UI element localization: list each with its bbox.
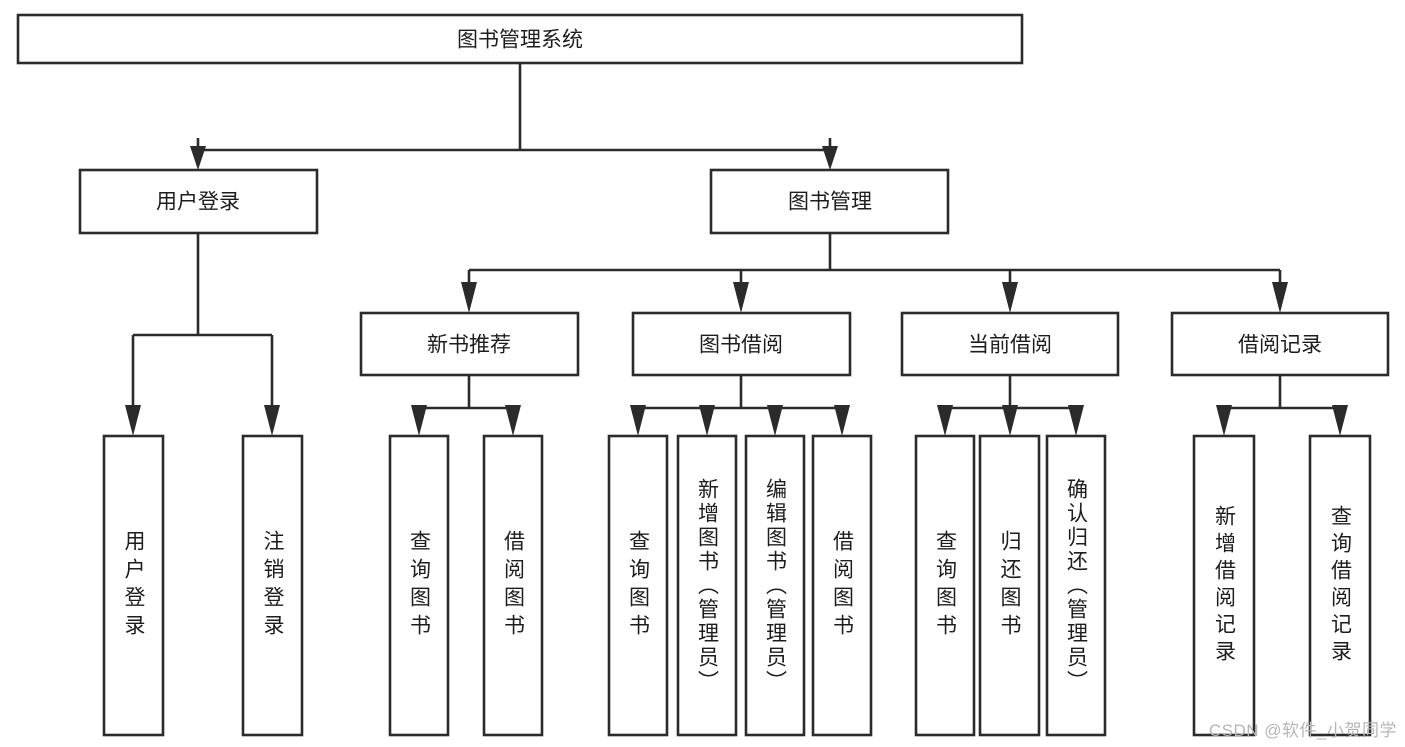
node-book-borrow-label: 图书借阅 bbox=[699, 334, 783, 357]
leaf-add-book-box[interactable] bbox=[676, 434, 738, 737]
arrowhead-user-login bbox=[190, 146, 206, 170]
node-user-login-label: 用户登录 bbox=[156, 191, 240, 214]
arrowhead-leaf-return-book bbox=[1002, 405, 1018, 436]
leaf-query-book-2-box[interactable] bbox=[607, 434, 669, 737]
arrowhead-leaf-borrow-book-2 bbox=[834, 405, 850, 436]
arrowhead-leaf-borrow-book-1 bbox=[505, 405, 521, 436]
arrowhead-leaf-add-record bbox=[1216, 405, 1232, 436]
arrowhead-leaf-query-book-3 bbox=[937, 405, 953, 436]
leaf-query-record-box[interactable] bbox=[1308, 434, 1372, 737]
leaf-borrow-book-2-box[interactable] bbox=[811, 434, 873, 737]
node-book-borrow-box bbox=[631, 311, 852, 377]
node-user-login[interactable]: 用户登录 bbox=[78, 168, 319, 235]
leaf-borrow-book-1-box[interactable] bbox=[482, 434, 544, 737]
arrowhead-book-borrow bbox=[733, 282, 749, 313]
arrowhead-leaf-query-book-2 bbox=[630, 405, 646, 436]
node-current-borrow[interactable]: 当前借阅 bbox=[900, 311, 1120, 377]
leaf-confirm-return-box[interactable] bbox=[1045, 434, 1107, 737]
node-user-login-box bbox=[78, 168, 319, 235]
node-new-book-rec-label: 新书推荐 bbox=[427, 334, 511, 357]
connector-layer bbox=[125, 63, 1348, 436]
node-borrow-record-box bbox=[1170, 311, 1390, 377]
node-root[interactable]: 图书管理系统 bbox=[16, 13, 1024, 65]
node-book-borrow[interactable]: 图书借阅 bbox=[631, 311, 852, 377]
leaf-edit-book-box[interactable] bbox=[744, 434, 806, 737]
node-current-borrow-box bbox=[900, 311, 1120, 377]
arrowhead-leaf-edit-book bbox=[767, 405, 783, 436]
leaf-query-book-3-box[interactable] bbox=[914, 434, 976, 737]
arrowhead-leaf-user-login bbox=[125, 405, 141, 436]
node-book-manage-label: 图书管理 bbox=[788, 191, 872, 214]
node-current-borrow-label: 当前借阅 bbox=[968, 334, 1052, 357]
leaf-add-record-box[interactable] bbox=[1192, 434, 1256, 737]
leaf-return-book-box[interactable] bbox=[978, 434, 1041, 737]
node-borrow-record-label: 借阅记录 bbox=[1238, 334, 1322, 357]
node-book-manage-box bbox=[709, 168, 950, 235]
arrowhead-leaf-logout bbox=[264, 405, 280, 436]
node-borrow-record[interactable]: 借阅记录 bbox=[1170, 311, 1390, 377]
arrowhead-leaf-confirm-return bbox=[1068, 405, 1084, 436]
watermark-text: CSDN @软件_小贺同学 bbox=[1208, 721, 1397, 740]
arrowhead-leaf-query-record bbox=[1332, 405, 1348, 436]
arrowhead-leaf-query-book-1 bbox=[411, 405, 427, 436]
arrowhead-current-borrow bbox=[1002, 282, 1018, 313]
node-root-label: 图书管理系统 bbox=[457, 29, 583, 52]
node-new-book-rec[interactable]: 新书推荐 bbox=[359, 311, 580, 377]
arrowhead-book-manage bbox=[822, 146, 838, 170]
node-book-manage[interactable]: 图书管理 bbox=[709, 168, 950, 235]
arrowhead-new-book-rec bbox=[461, 282, 477, 313]
node-root-box bbox=[16, 13, 1024, 65]
arrowhead-borrow-record bbox=[1272, 282, 1288, 313]
leaf-box-layer bbox=[102, 434, 1372, 737]
leaf-query-book-1-box[interactable] bbox=[388, 434, 450, 737]
node-new-book-rec-box bbox=[359, 311, 580, 377]
leaf-user-login-box[interactable] bbox=[102, 434, 165, 737]
leaf-logout-box[interactable] bbox=[241, 434, 304, 737]
arrowhead-leaf-add-book bbox=[699, 405, 715, 436]
